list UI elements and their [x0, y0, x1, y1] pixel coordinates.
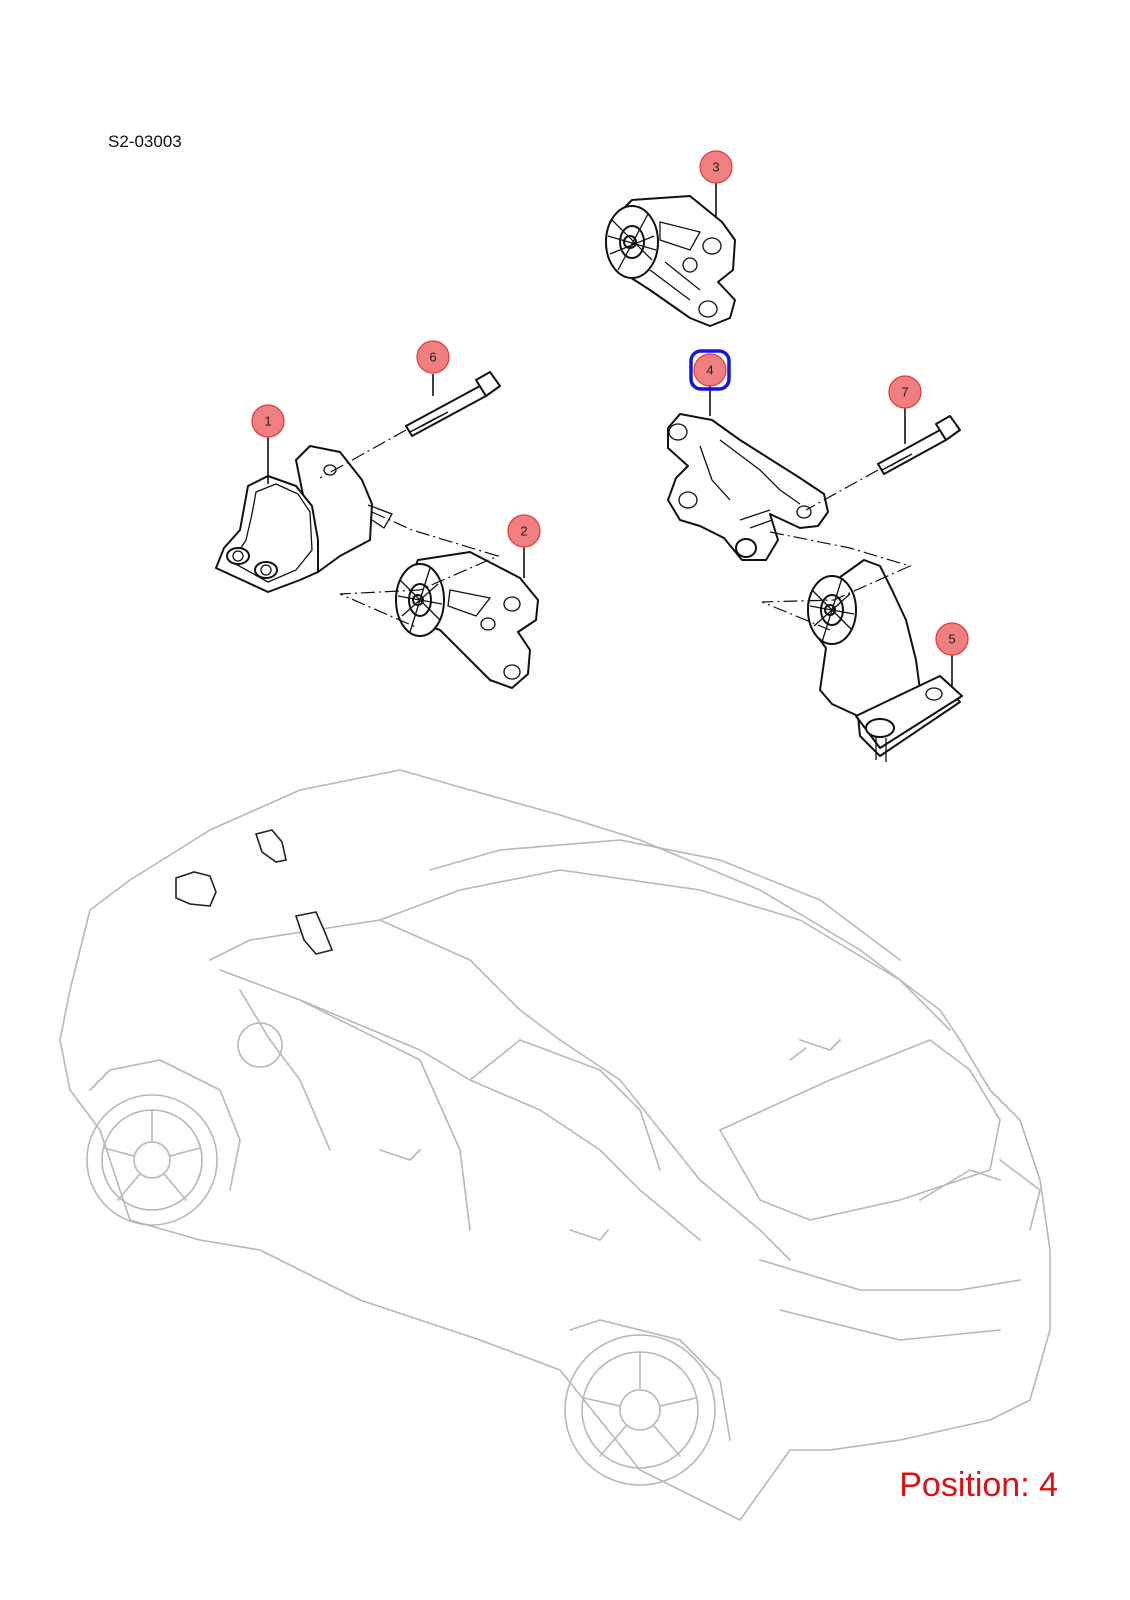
callout-circle — [888, 375, 922, 409]
callout-number: 4 — [706, 363, 713, 378]
part-5-lower-mount — [807, 559, 963, 762]
callout-circle — [251, 404, 285, 438]
callout-2[interactable]: 2 — [507, 514, 541, 548]
callout-layer: 1 2 3 4 5 6 7 — [251, 150, 969, 656]
callout-5[interactable]: 5 — [935, 622, 969, 656]
vehicle-outline — [59, 769, 1051, 1521]
callout-number: 6 — [429, 350, 436, 365]
callout-circle — [935, 622, 969, 656]
position-indicator: Position: 4 — [899, 1466, 1058, 1504]
callout-number: 7 — [901, 385, 908, 400]
callout-number: 3 — [712, 160, 719, 175]
part-1-mount-bracket — [215, 445, 393, 593]
part-4-mount-arm — [667, 413, 829, 561]
part-7-bolt — [877, 415, 961, 475]
alignment-lines-right — [761, 469, 912, 631]
callout-circle — [693, 353, 727, 387]
part-6-bolt — [405, 371, 501, 437]
diagram-code: S2-03003 — [108, 132, 182, 151]
leader-lines — [267, 183, 953, 686]
callout-circle — [699, 150, 733, 184]
callout-4[interactable]: 4 — [689, 349, 731, 391]
callout-7[interactable]: 7 — [888, 375, 922, 409]
part-3-transmission-mount — [605, 195, 736, 327]
part-2-engine-mount — [395, 551, 539, 689]
callout-6[interactable]: 6 — [416, 340, 450, 374]
callout-circle — [416, 340, 450, 374]
callout-number: 1 — [264, 414, 271, 429]
selected-callout-highlight — [689, 349, 731, 391]
vehicle-mount-locations — [175, 829, 334, 955]
callout-circle — [507, 514, 541, 548]
callout-number: 2 — [520, 524, 527, 539]
callout-3[interactable]: 3 — [699, 150, 733, 184]
callout-1[interactable]: 1 — [251, 404, 285, 438]
alignment-lines-left — [319, 429, 500, 629]
callout-number: 5 — [948, 632, 955, 647]
